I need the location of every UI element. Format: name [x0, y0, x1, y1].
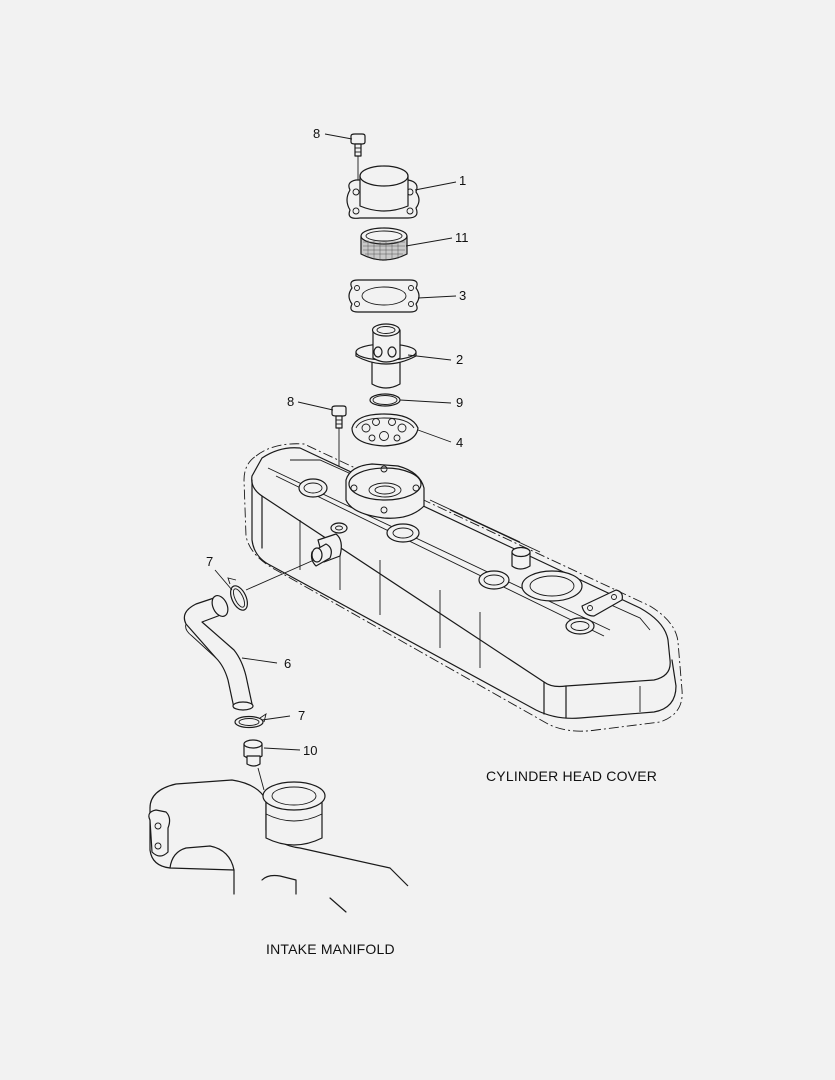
caption-cylinder-head-cover: CYLINDER HEAD COVER [486, 768, 657, 784]
part-4-base-plate [351, 413, 419, 447]
part-2-breather-body [355, 323, 417, 389]
assembly-line-spigot [245, 559, 315, 591]
callout-3: 3 [459, 288, 466, 303]
part-11-mesh-filter [360, 227, 408, 261]
callout-7-top: 7 [206, 554, 213, 569]
callout-11: 11 [455, 230, 469, 245]
part-6-hose [183, 595, 254, 711]
part-1-cover-cap [346, 165, 420, 219]
callout-8-top: 8 [313, 126, 320, 141]
part-8-bolt-top [350, 133, 366, 215]
part-7-clamp-upper [227, 577, 248, 611]
callout-10: 10 [303, 743, 317, 758]
part-7-clamp-lower [234, 712, 267, 729]
cylinder-head-cover [243, 443, 683, 732]
part-9-o-ring [369, 393, 401, 407]
intake-manifold [148, 779, 409, 913]
caption-intake-manifold: INTAKE MANIFOLD [266, 941, 395, 957]
callout-8-mid: 8 [287, 394, 294, 409]
callout-6: 6 [284, 656, 291, 671]
part-3-gasket [348, 279, 420, 313]
callout-1: 1 [459, 173, 466, 188]
callout-7-bottom: 7 [298, 708, 305, 723]
part-10-fitting [243, 739, 265, 791]
callout-9: 9 [456, 395, 463, 410]
callout-4: 4 [456, 435, 463, 450]
leader-lines [214, 133, 457, 751]
callout-2: 2 [456, 352, 463, 367]
